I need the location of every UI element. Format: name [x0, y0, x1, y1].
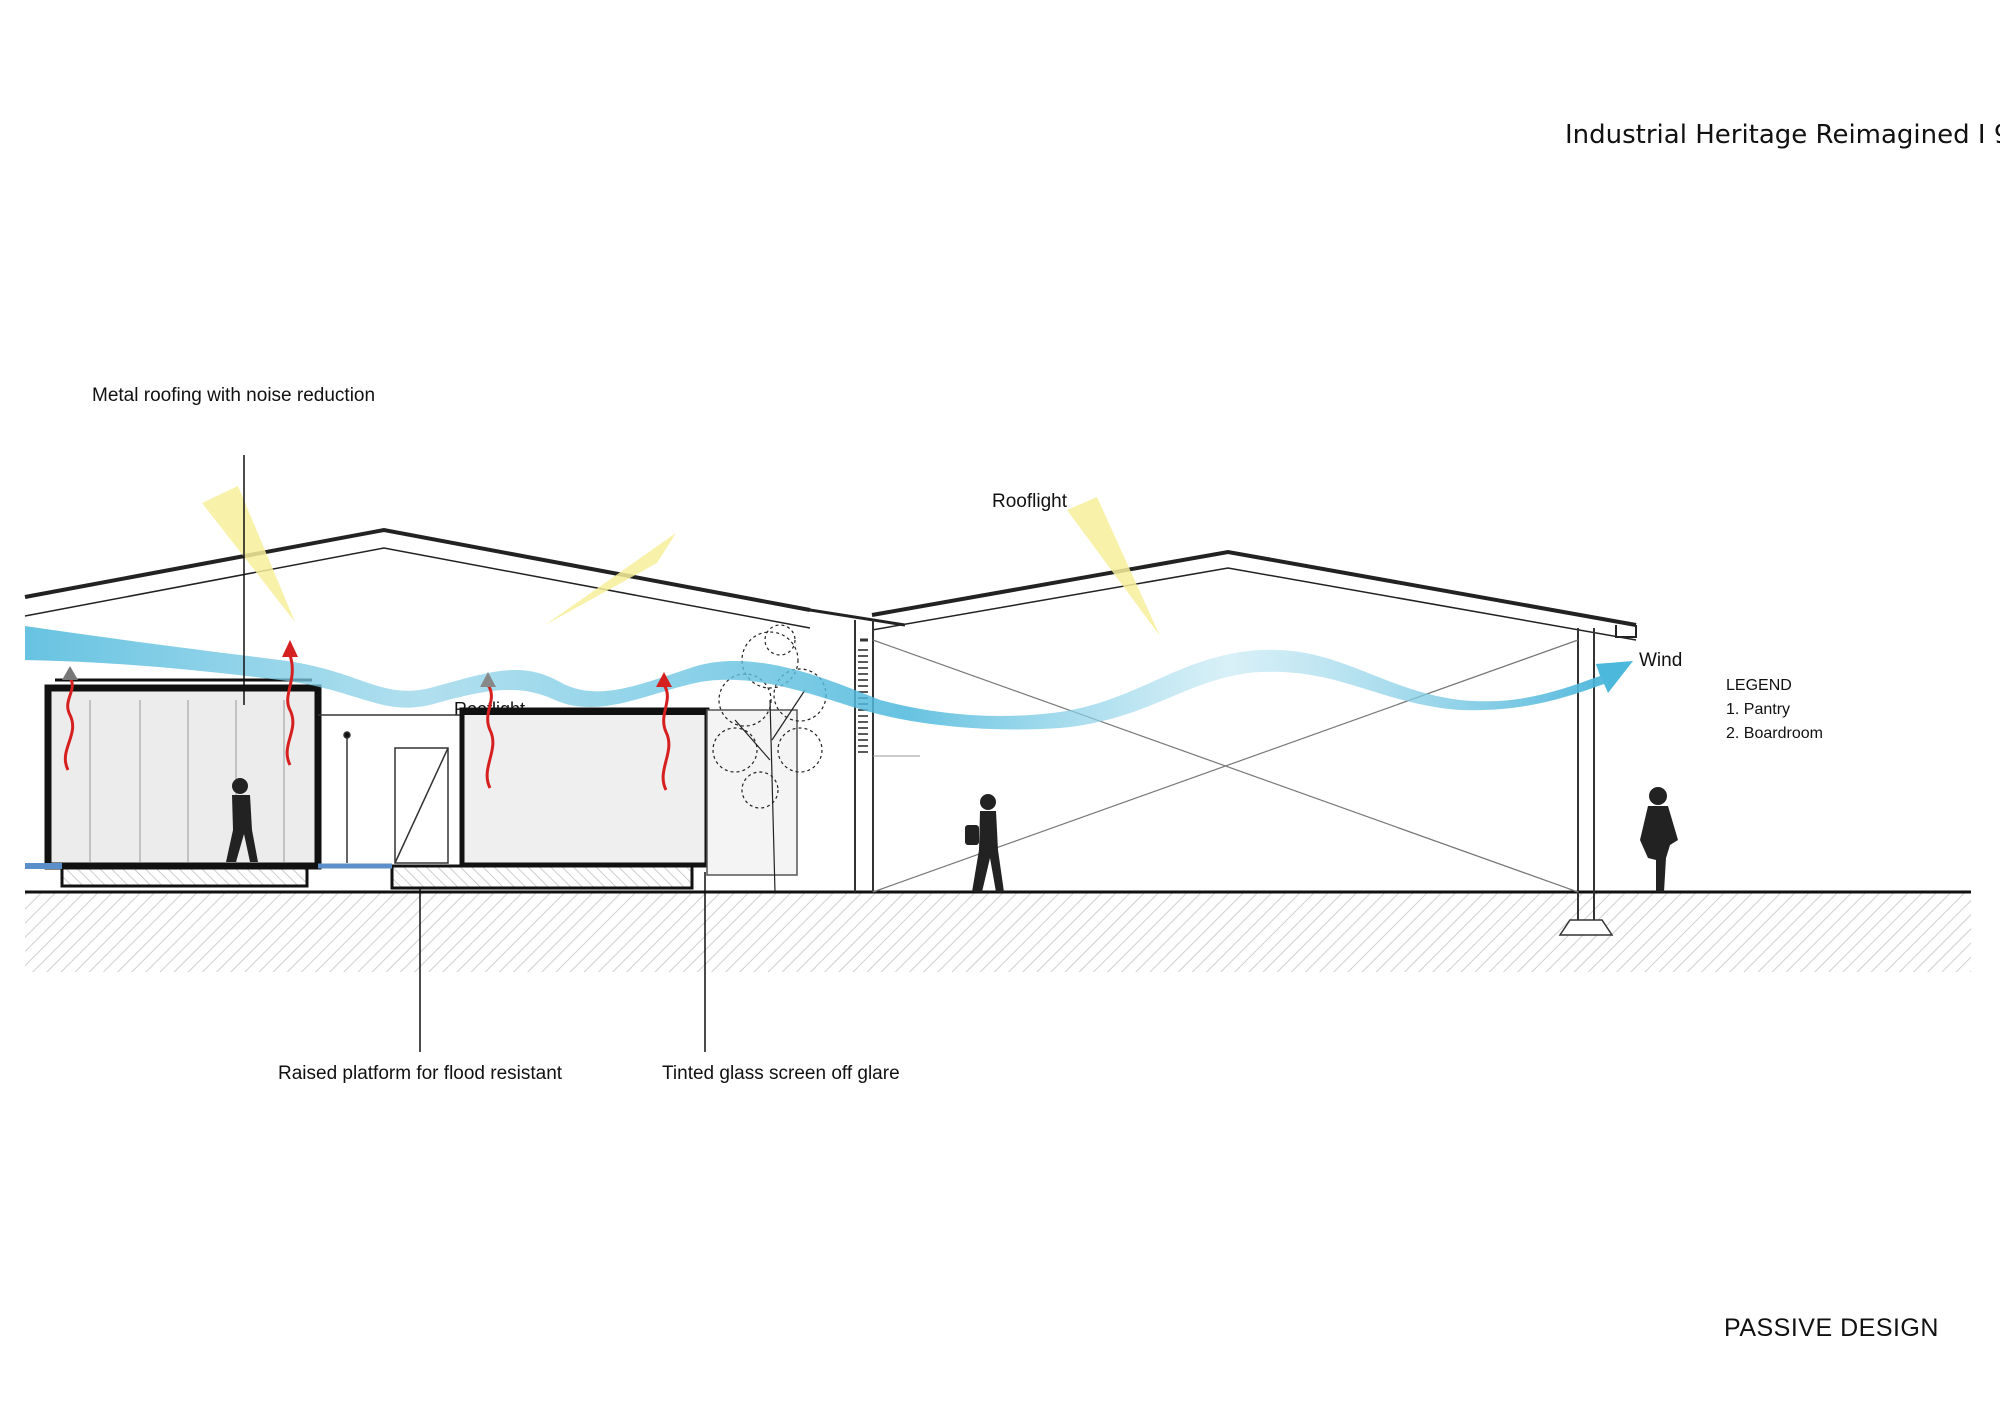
tree — [712, 624, 827, 893]
annotation-raised-platform: Raised platform for flood resistant — [278, 1063, 563, 1084]
legend-item: 2. Boardroom — [1726, 725, 1823, 742]
roof-right — [809, 549, 1637, 641]
glass-screen — [706, 709, 798, 876]
boardroom — [44, 678, 322, 870]
pantry — [459, 707, 710, 868]
heat-waves — [63, 654, 671, 791]
sunlight-rays — [202, 486, 1160, 636]
roof-left — [24, 527, 811, 629]
leader-lines — [243, 455, 706, 1052]
pantry-platform — [390, 864, 694, 890]
legend: LEGEND 1. Pantry 2. Boardroom — [1726, 674, 1823, 746]
page-title: Industrial Heritage Reimagined I 9 — [1565, 120, 2000, 150]
person-walking-center — [965, 794, 1004, 892]
boardroom-platform — [60, 866, 309, 888]
column-center — [854, 620, 874, 892]
gutter — [1615, 625, 1637, 638]
ground-hatch — [25, 892, 1971, 972]
annotation-rooflight: Rooflight — [992, 491, 1067, 512]
annotation-wind: Wind — [1639, 650, 1683, 671]
annotation-tinted-glass: Tinted glass screen off glare — [662, 1063, 900, 1084]
legend-item: 1. Pantry — [1726, 701, 1791, 718]
person-walking-right — [1640, 787, 1678, 892]
annotation-metal-roofing: Metal roofing with noise reduction — [92, 385, 376, 406]
louvers — [858, 649, 920, 757]
legend-title: LEGEND — [1726, 677, 1792, 694]
connector — [318, 714, 468, 864]
wind-flow — [25, 626, 1630, 730]
wind-arrowhead — [1596, 661, 1633, 693]
heat-arrowheads — [62, 640, 672, 687]
section-label: PASSIVE DESIGN — [1724, 1314, 1939, 1342]
person-walking-left — [226, 778, 258, 862]
column-right — [1558, 628, 1614, 936]
